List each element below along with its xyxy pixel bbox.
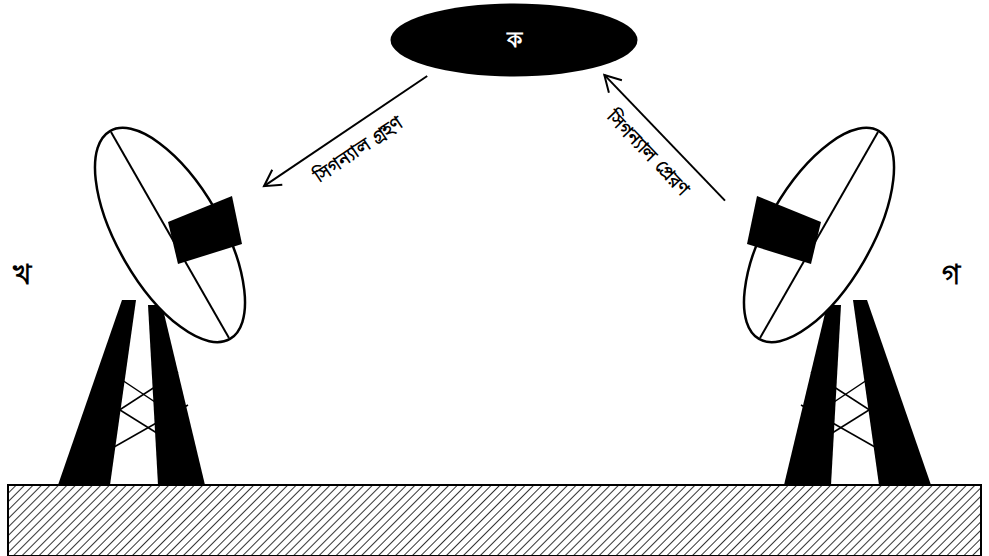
dish-antenna-node: গ <box>734 125 934 485</box>
dish-antenna-node: খ <box>55 125 255 485</box>
dish-antenna <box>58 105 275 485</box>
arrow-label: সিগন্যাল প্রেরণ <box>597 102 698 206</box>
antenna-label: খ <box>13 253 31 300</box>
dish-antenna <box>714 105 931 485</box>
antenna-label: গ <box>942 253 960 300</box>
satellite-label: ক <box>507 22 522 59</box>
satellite-ellipse: ক <box>388 2 640 78</box>
